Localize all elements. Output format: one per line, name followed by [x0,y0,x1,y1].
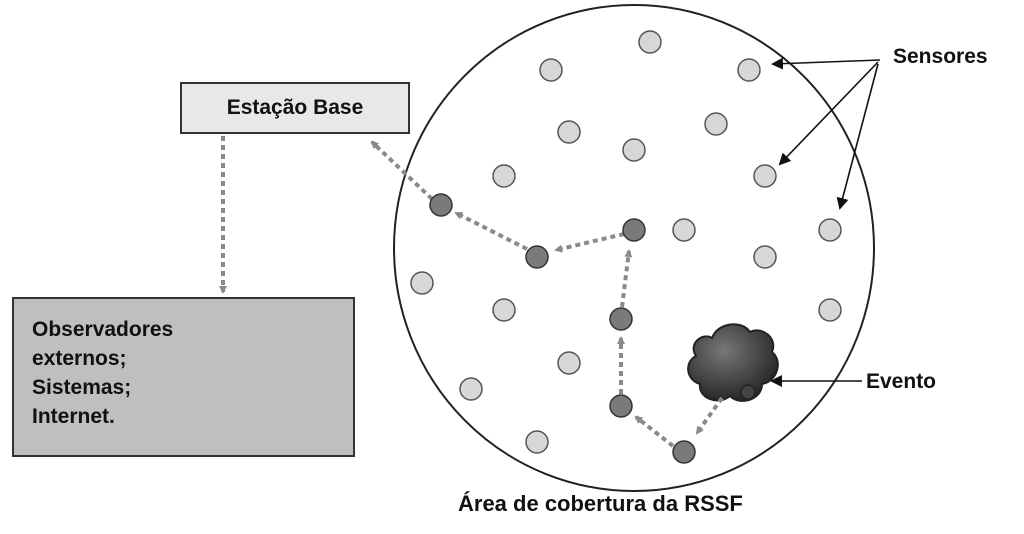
sensors-label: Sensores [893,45,988,68]
sensor-node [459,377,483,401]
sensor-node [704,112,728,136]
active-sensor-node [429,193,453,217]
sensor-node [737,58,761,82]
route-arrow [620,249,633,308]
active-sensor-node [609,307,633,331]
active-sensor-node [672,440,696,464]
active-sensor-node [609,394,633,418]
sensor-node [638,30,662,54]
event-cloud-shape [687,323,779,402]
route-arrow [695,396,724,435]
sensor-node [557,351,581,375]
sensors-pointer-arrow [771,57,881,70]
observers-line: Observadores [32,318,174,341]
active-sensor-node [525,245,549,269]
event-cloud-bump [740,384,756,400]
sensors-pointers [771,57,881,210]
route-arrow [554,232,625,253]
sensor-node [818,218,842,242]
base-station-label: Estação Base [226,96,364,119]
sensor-node [492,298,516,322]
event-label: Evento [866,370,937,393]
observers-line: Sistemas; [32,376,132,399]
route-arrow [634,415,675,448]
sensor-node [539,58,563,82]
sensor-node [410,271,434,295]
sensor-node [753,164,777,188]
route-arrow [454,211,528,251]
observers-line: externos; [32,347,127,370]
sensor-node [557,120,581,144]
sensor-node [672,218,696,242]
sensors-pointer-arrow [836,63,879,210]
sensor-node [492,164,516,188]
base-station-box: Estação Base [180,82,410,134]
event-cloud [687,323,779,402]
sensor-node [818,298,842,322]
external-observers-box: Observadores externos; Sistemas; Interne… [12,297,355,457]
routing-path [219,136,724,448]
coverage-area-circle [393,4,875,492]
active-sensor-node [622,218,646,242]
sensors-pointer-arrow [778,61,879,166]
idle-sensors [410,30,842,454]
active-sensors [429,193,696,464]
sensor-node [753,245,777,269]
observers-line: Internet. [32,405,115,428]
sensor-node [622,138,646,162]
sensor-node [525,430,549,454]
coverage-area-label: Área de cobertura da RSSF [458,491,743,516]
route-arrow [370,140,434,201]
